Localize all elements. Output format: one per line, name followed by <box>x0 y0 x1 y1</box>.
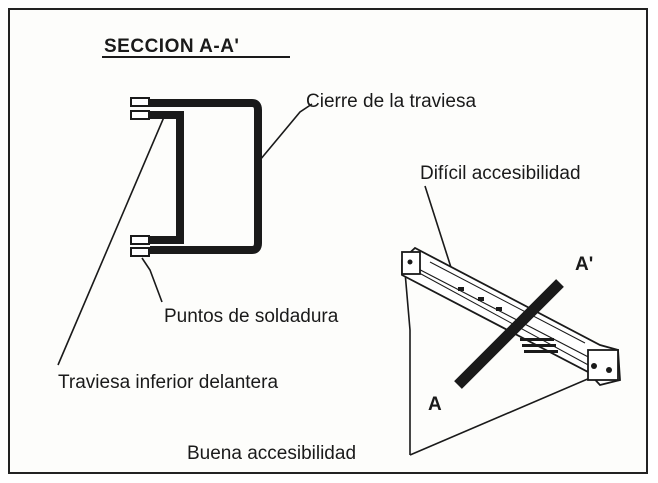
weld-point-top-inner <box>130 110 150 120</box>
label-buena-accesibilidad: Buena accesibilidad <box>187 443 356 464</box>
leader-buena-right <box>409 377 591 456</box>
leader-dificil <box>424 185 456 281</box>
leader-buena-left <box>404 271 411 455</box>
weld-point-bottom-outer <box>130 247 150 257</box>
label-puntos-soldadura: Puntos de soldadura <box>164 306 339 327</box>
label-section-a: A <box>428 394 442 415</box>
weld-points <box>130 97 150 257</box>
weld-point-top-outer <box>130 97 150 107</box>
label-dificil-accesibilidad: Difícil accesibilidad <box>420 163 581 184</box>
diagram-frame <box>8 8 648 474</box>
leader-lines <box>57 103 591 456</box>
beam-holes <box>407 259 612 373</box>
bumper-beam-drawing <box>401 246 621 387</box>
crossbar-section-profile <box>150 99 262 254</box>
leader-traviesa <box>57 116 165 366</box>
label-traviesa-inferior: Traviesa inferior delantera <box>58 372 278 393</box>
leader-puntos <box>141 257 163 303</box>
label-cierre-traviesa: Cierre de la traviesa <box>306 91 476 112</box>
label-section-a-prime: A' <box>575 254 593 275</box>
section-cut-line <box>454 279 564 389</box>
weld-point-bottom-inner <box>130 235 150 245</box>
section-title: SECCION A-A' <box>104 36 239 57</box>
leader-cierre <box>259 103 313 161</box>
